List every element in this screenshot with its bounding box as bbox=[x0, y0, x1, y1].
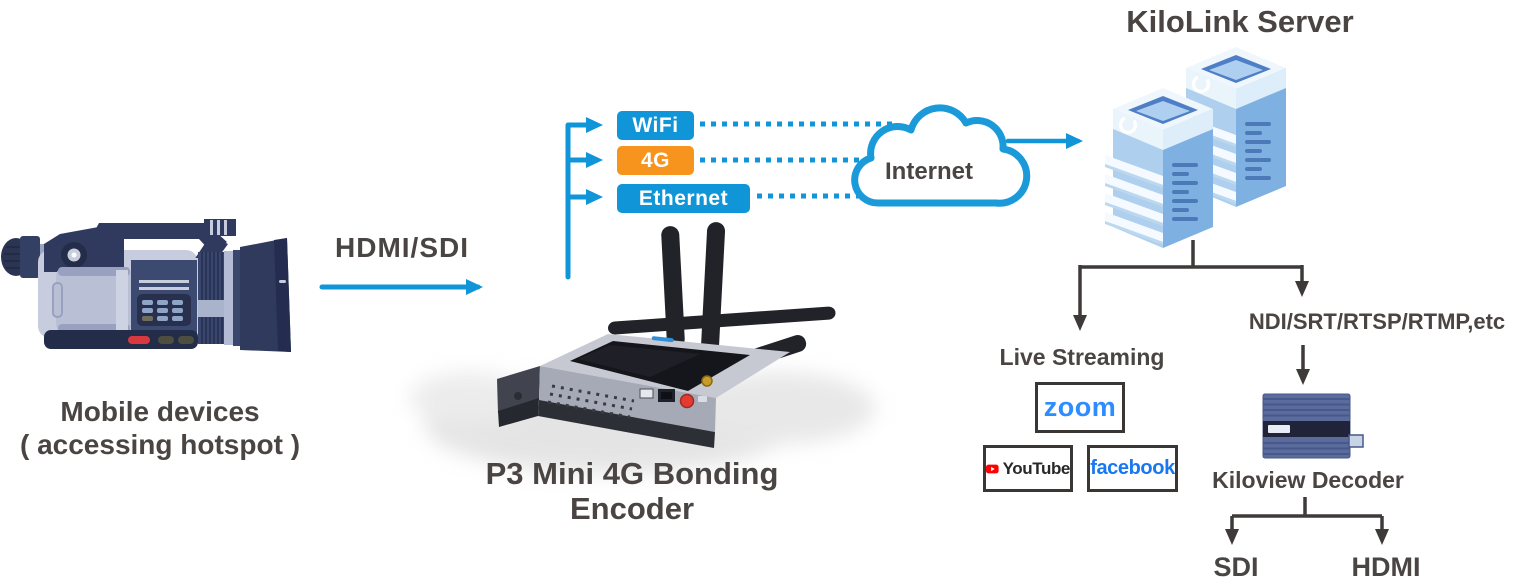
ethernet-link-box: Ethernet bbox=[617, 184, 750, 213]
encoder-illustration bbox=[497, 222, 836, 448]
decoder-caption: Kiloview Decoder bbox=[1212, 467, 1404, 493]
youtube-logo-box: YouTube bbox=[983, 445, 1073, 492]
ethernet-link-label: Ethernet bbox=[638, 186, 729, 210]
dotted-links-to-internet bbox=[700, 121, 898, 199]
wifi-link-box: WiFi bbox=[617, 111, 694, 140]
wifi-link-label: WiFi bbox=[632, 113, 679, 137]
camera-caption-line2: ( accessing hotspot ) bbox=[19, 429, 301, 460]
internet-cloud bbox=[851, 104, 1031, 207]
youtube-play-icon bbox=[986, 464, 999, 473]
youtube-logo-text: YouTube bbox=[1002, 458, 1071, 478]
encoder-to-links-connector bbox=[565, 117, 603, 280]
output-sdi-label: SDI bbox=[1213, 552, 1259, 582]
output-hdmi-label: HDMI bbox=[1351, 552, 1421, 582]
encoder-caption-line2: Encoder bbox=[569, 491, 695, 526]
hdmi-sdi-label: HDMI/SDI bbox=[335, 232, 469, 263]
encoder-caption-line1: P3 Mini 4G Bonding bbox=[485, 456, 779, 491]
4g-link-label: 4G bbox=[640, 148, 670, 172]
camera-caption-line1: Mobile devices bbox=[60, 396, 260, 427]
server-illustration bbox=[1105, 47, 1286, 248]
camera-illustration bbox=[1, 219, 291, 352]
decoder-illustration bbox=[1262, 393, 1364, 459]
live-streaming-label: Live Streaming bbox=[999, 344, 1165, 370]
protocols-label: NDI/SRT/RTSP/RTMP,etc bbox=[1248, 309, 1506, 334]
zoom-logo-text: zoom bbox=[1043, 392, 1117, 422]
decoder-branch-connector bbox=[1225, 497, 1389, 545]
server-tower-front bbox=[1105, 88, 1213, 248]
server-branch-connector bbox=[1073, 240, 1310, 385]
internet-label: Internet bbox=[884, 158, 974, 185]
facebook-logo-text: facebook bbox=[1090, 457, 1175, 479]
zoom-logo-box: zoom bbox=[1035, 382, 1125, 433]
facebook-logo-box: facebook bbox=[1087, 445, 1178, 492]
4g-link-box: 4G bbox=[617, 146, 694, 175]
server-title: KiloLink Server bbox=[1126, 4, 1354, 39]
